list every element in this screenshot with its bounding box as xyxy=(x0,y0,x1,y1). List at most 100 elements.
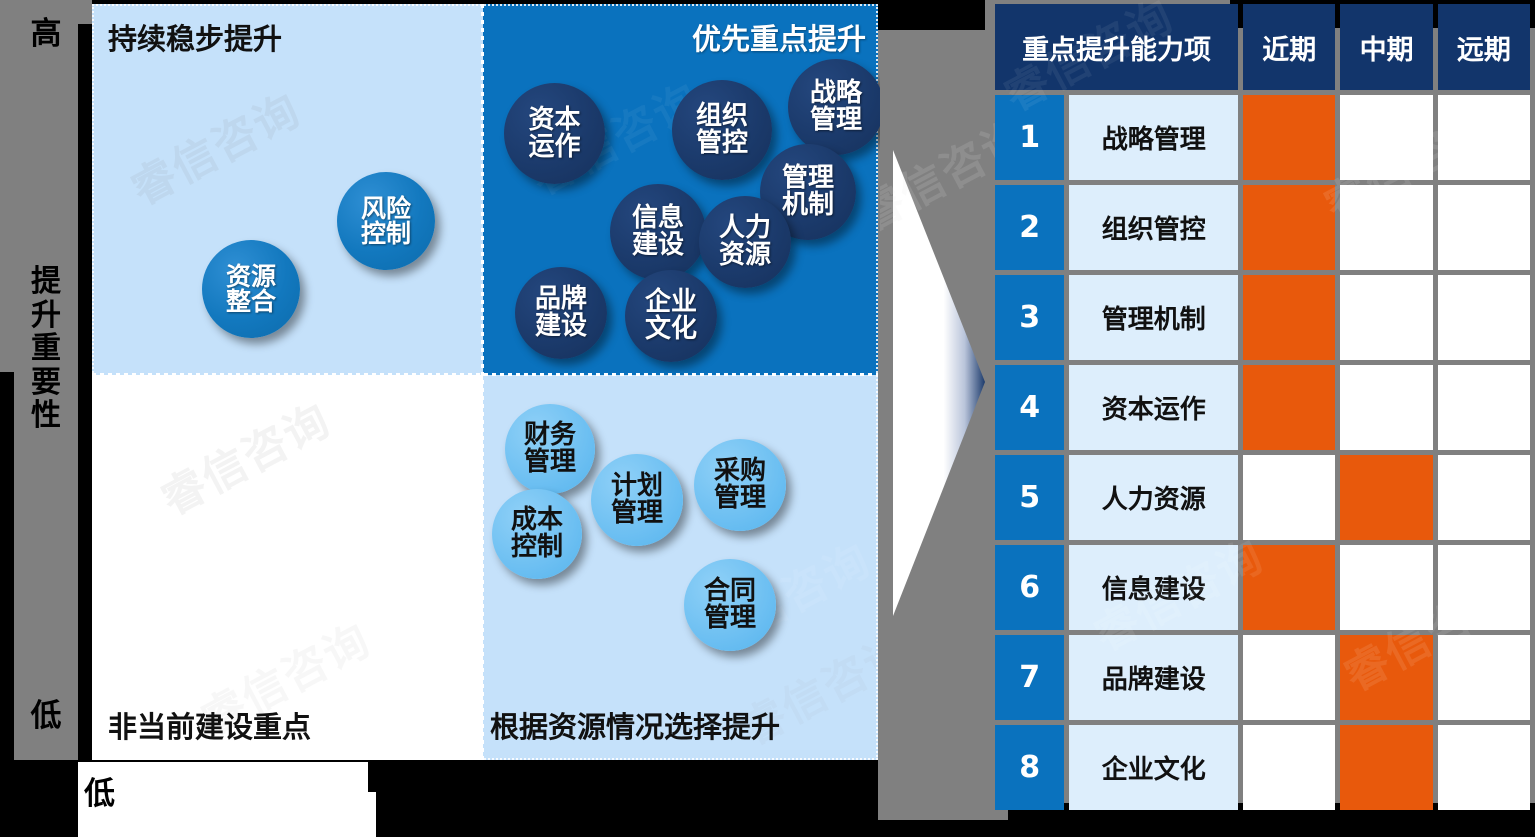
capability-bubble[interactable]: 采购管理 xyxy=(694,439,786,531)
timing-cell-empty[interactable] xyxy=(1437,725,1530,810)
capability-bubble[interactable]: 资源整合 xyxy=(202,240,300,338)
quadrant-divider-vertical xyxy=(481,4,484,760)
bubble-label-line: 信息 xyxy=(631,203,684,234)
timing-cell-empty[interactable] xyxy=(1243,455,1336,540)
bubble-label-line: 管理 xyxy=(781,163,834,194)
header-period-near: 近期 xyxy=(1243,4,1336,90)
bubble-label: 战略管理 xyxy=(808,80,864,133)
timing-cell-marked[interactable] xyxy=(1243,95,1336,180)
bubble-label-line: 管理 xyxy=(703,603,756,633)
timing-cell-empty[interactable] xyxy=(1243,725,1336,810)
priority-matrix: 睿信咨询 睿信咨询 睿信咨询 睿信咨询 睿信咨询 睿信咨询 持续稳步提升 优先重… xyxy=(92,4,884,760)
bubble-label-line: 管理 xyxy=(523,447,576,477)
bubble-label-line: 品牌 xyxy=(534,284,587,315)
capability-bubble[interactable]: 信息建设 xyxy=(610,184,706,280)
capability-bubble[interactable]: 人力资源 xyxy=(699,196,791,288)
bubble-label-line: 财务 xyxy=(523,420,576,451)
header-item: 重点提升能力项 xyxy=(995,4,1239,90)
bubble-label: 资本运作 xyxy=(526,107,582,160)
timing-cell-empty[interactable] xyxy=(1340,545,1433,630)
row-number: 1 xyxy=(995,95,1065,180)
capability-bubble[interactable]: 组织管控 xyxy=(672,80,772,180)
bubble-label-line: 采购 xyxy=(713,456,766,487)
y-axis-title: 提 升 重 要 性 xyxy=(18,265,74,433)
bubble-label-line: 风险 xyxy=(360,193,411,223)
capability-bubble[interactable]: 计划管理 xyxy=(591,454,683,546)
timing-cell-marked[interactable] xyxy=(1243,275,1336,360)
capability-bubble[interactable]: 管理机制 xyxy=(760,144,856,240)
table-header-row: 重点提升能力项 近期 中期 远期 xyxy=(995,4,1535,90)
process-arrow-icon xyxy=(893,150,985,616)
bubble-label-line: 管理 xyxy=(809,105,862,135)
bubble-label-line: 合同 xyxy=(703,576,756,607)
y-axis-title-char: 重 xyxy=(31,331,61,367)
timing-cell-empty[interactable] xyxy=(1340,365,1433,450)
timing-cell-empty[interactable] xyxy=(1437,185,1530,270)
row-number: 3 xyxy=(995,275,1065,360)
capability-bubble[interactable]: 财务管理 xyxy=(505,404,595,494)
row-capability-name: 品牌建设 xyxy=(1069,635,1239,720)
capability-bubble[interactable]: 战略管理 xyxy=(788,59,884,155)
timing-cell-empty[interactable] xyxy=(1437,455,1530,540)
row-capability-name: 资本运作 xyxy=(1069,365,1239,450)
timing-cell-empty[interactable] xyxy=(1437,95,1530,180)
timing-cell-empty[interactable] xyxy=(1243,635,1336,720)
timing-cell-empty[interactable] xyxy=(1437,275,1530,360)
timing-cell-empty[interactable] xyxy=(1340,275,1433,360)
bubble-label-line: 管控 xyxy=(695,128,748,158)
row-number: 6 xyxy=(995,545,1065,630)
bubble-label: 企业文化 xyxy=(643,289,699,342)
capability-bubble[interactable]: 品牌建设 xyxy=(515,267,607,359)
timing-cell-marked[interactable] xyxy=(1340,455,1433,540)
timing-cell-empty[interactable] xyxy=(1437,365,1530,450)
y-axis-title-char: 要 xyxy=(31,364,61,400)
row-capability-name: 人力资源 xyxy=(1069,455,1239,540)
quadrant-label-bottom-right: 根据资源情况选择提升 xyxy=(490,710,781,744)
bubble-label: 品牌建设 xyxy=(533,286,589,339)
row-capability-name: 信息建设 xyxy=(1069,545,1239,630)
capability-bubble[interactable]: 成本控制 xyxy=(492,489,582,579)
timing-cell-marked[interactable] xyxy=(1243,365,1336,450)
timing-cell-empty[interactable] xyxy=(1437,545,1530,630)
bubble-label-line: 成本 xyxy=(510,505,563,536)
row-capability-name: 企业文化 xyxy=(1069,725,1239,810)
row-capability-name: 管理机制 xyxy=(1069,275,1239,360)
bubble-label-line: 运作 xyxy=(528,131,581,162)
bubble-label: 采购管理 xyxy=(712,458,768,511)
capability-bubble[interactable]: 资本运作 xyxy=(504,83,605,184)
bubble-label-line: 战略 xyxy=(809,78,862,109)
bubble-label: 组织管控 xyxy=(694,103,750,156)
timing-cell-marked[interactable] xyxy=(1243,545,1336,630)
bubble-label-line: 人力 xyxy=(718,213,771,244)
timing-cell-empty[interactable] xyxy=(1340,95,1433,180)
timing-cell-empty[interactable] xyxy=(1437,635,1530,720)
quadrant-label-bottom-left: 非当前建设重点 xyxy=(108,710,312,744)
timing-cell-empty[interactable] xyxy=(1340,185,1433,270)
timing-cell-marked[interactable] xyxy=(1340,635,1433,720)
capability-bubble[interactable]: 企业文化 xyxy=(625,270,717,362)
bubble-label: 人力资源 xyxy=(717,215,773,268)
quadrant-bottom-left xyxy=(92,375,483,760)
bubble-label-line: 文化 xyxy=(644,314,697,344)
timing-cell-marked[interactable] xyxy=(1340,725,1433,810)
row-capability-name: 战略管理 xyxy=(1069,95,1239,180)
timing-cell-marked[interactable] xyxy=(1243,185,1336,270)
quadrant-divider-horizontal xyxy=(92,373,878,376)
bubble-label-line: 建设 xyxy=(631,230,684,260)
capability-bubble[interactable]: 合同管理 xyxy=(684,559,776,651)
quadrant-label-top-right: 优先重点提升 xyxy=(691,22,866,56)
bubble-label-line: 控制 xyxy=(360,219,411,248)
capability-bubble[interactable]: 风险控制 xyxy=(337,172,435,270)
bubble-label-line: 计划 xyxy=(610,471,663,502)
bubble-label-line: 管理 xyxy=(610,498,663,528)
